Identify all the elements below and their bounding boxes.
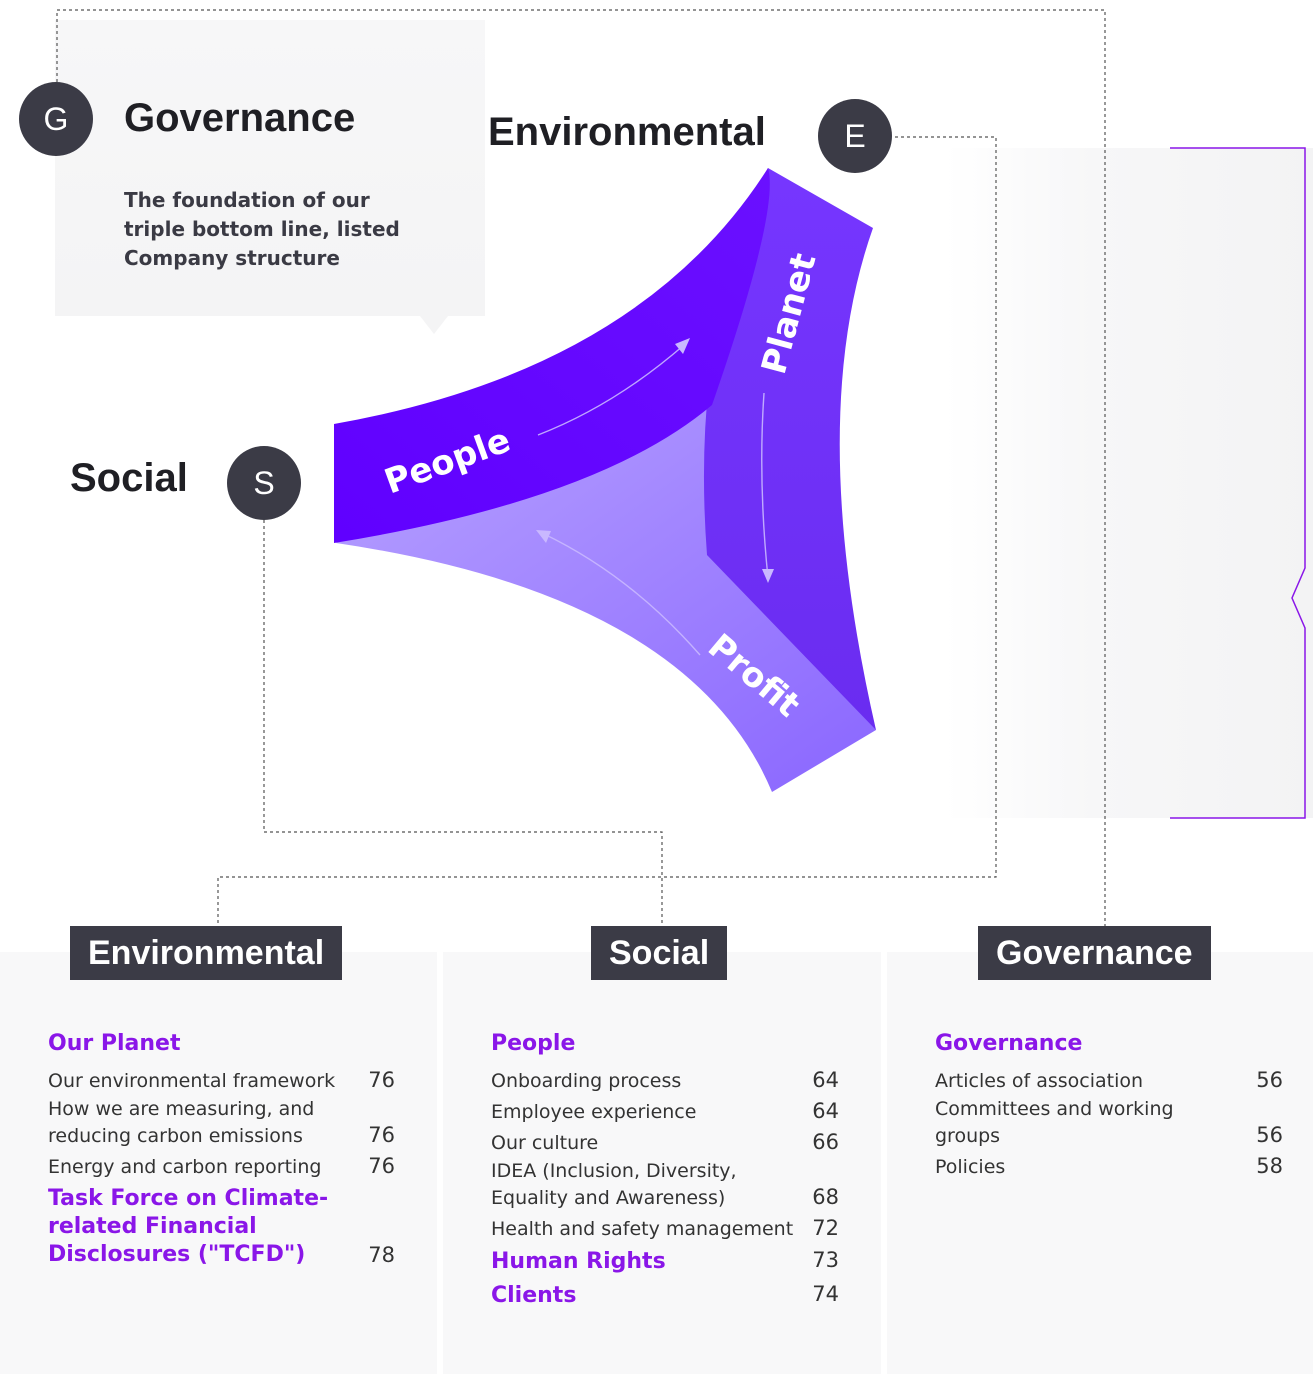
- page-number: 58: [1256, 1154, 1283, 1178]
- page-number: 76: [368, 1123, 395, 1147]
- toc-item[interactable]: Onboarding process: [491, 1070, 682, 1092]
- toc-item[interactable]: Equality and Awareness): [491, 1187, 726, 1209]
- social-connector: [263, 520, 663, 926]
- people-arrowhead: [675, 338, 690, 354]
- environmental-column: [0, 952, 437, 1374]
- governance-callout-panel: [55, 20, 485, 316]
- toc-item[interactable]: How we are measuring, and: [48, 1098, 315, 1120]
- social-header: Social: [591, 926, 728, 980]
- page-number: 72: [812, 1216, 839, 1240]
- page-number: 66: [812, 1130, 839, 1154]
- page-number: 56: [1256, 1068, 1283, 1092]
- toc-item[interactable]: groups: [935, 1125, 1001, 1147]
- section-clients[interactable]: Clients: [491, 1283, 577, 1308]
- environmental-header: Environmental: [70, 926, 343, 980]
- profit-arrow: [541, 532, 701, 656]
- environmental-title: Environmental: [488, 110, 766, 154]
- toc-item[interactable]: Committees and working: [935, 1098, 1174, 1120]
- social-column: [443, 952, 881, 1374]
- page-number: 73: [812, 1248, 839, 1272]
- page-number: 74: [812, 1282, 839, 1306]
- social-badge: S: [227, 446, 301, 520]
- callout-pointer: [420, 316, 448, 334]
- toc-item[interactable]: IDEA (Inclusion, Diversity,: [491, 1160, 737, 1182]
- page-number: 64: [812, 1099, 839, 1123]
- governance-column: [887, 952, 1313, 1374]
- toc-item[interactable]: reducing carbon emissions: [48, 1125, 303, 1147]
- environmental-connector: [217, 136, 997, 926]
- profit-arrowhead: [536, 530, 551, 543]
- section-human-rights[interactable]: Human Rights: [491, 1249, 666, 1274]
- page-number: 76: [368, 1154, 395, 1178]
- planet-ribbon: [703, 168, 876, 730]
- page-number: 68: [812, 1185, 839, 1209]
- desc-line: Company structure: [124, 246, 340, 270]
- toc-item[interactable]: Our environmental framework: [48, 1070, 336, 1092]
- desc-line: The foundation of our: [124, 188, 370, 212]
- tcfd-line: related Financial: [48, 1214, 257, 1239]
- environmental-badge: E: [818, 99, 892, 173]
- toc-item[interactable]: Policies: [935, 1156, 1006, 1178]
- toc-item[interactable]: Energy and carbon reporting: [48, 1156, 322, 1178]
- tcfd-line: Disclosures ("TCFD"): [48, 1242, 306, 1267]
- section-tcfd[interactable]: Task Force on Climate- related Financial…: [48, 1185, 328, 1269]
- page-number: 56: [1256, 1123, 1283, 1147]
- governance-title: Governance: [124, 96, 356, 140]
- toc-item[interactable]: Articles of association: [935, 1070, 1144, 1092]
- people-arrow: [537, 344, 685, 436]
- section-people[interactable]: People: [491, 1031, 576, 1056]
- toc-item[interactable]: Our culture: [491, 1132, 599, 1154]
- page-number: 78: [368, 1243, 395, 1267]
- governance-badge: G: [19, 82, 93, 156]
- right-bracket: [1170, 147, 1306, 819]
- governance-description: The foundation of our triple bottom line…: [124, 186, 444, 273]
- section-governance[interactable]: Governance: [935, 1031, 1083, 1056]
- toc-item[interactable]: Health and safety management: [491, 1218, 794, 1240]
- governance-header: Governance: [978, 926, 1211, 980]
- page-number: 76: [368, 1068, 395, 1092]
- social-title: Social: [70, 456, 188, 500]
- page-number: 64: [812, 1068, 839, 1092]
- tcfd-line: Task Force on Climate-: [48, 1186, 329, 1211]
- planet-arrow: [761, 392, 769, 579]
- right-gradient-panel: [945, 148, 1313, 818]
- section-our-planet[interactable]: Our Planet: [48, 1031, 181, 1056]
- governance-connector: [56, 9, 1106, 926]
- people-ribbon: [334, 168, 770, 543]
- planet-arrowhead: [762, 569, 774, 583]
- desc-line: triple bottom line, listed: [124, 217, 400, 241]
- toc-item[interactable]: Employee experience: [491, 1101, 697, 1123]
